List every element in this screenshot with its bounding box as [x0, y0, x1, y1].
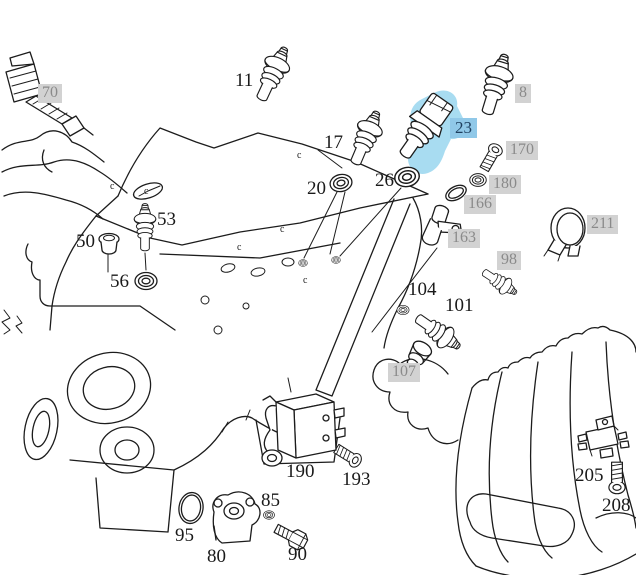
block-grommet-icon	[331, 256, 341, 264]
part-label-20[interactable]: 20	[307, 178, 326, 199]
part-11-sensor-icon[interactable]	[248, 41, 298, 106]
part-170-bolt-icon[interactable]	[477, 140, 505, 174]
part-label-170[interactable]: 170	[506, 141, 538, 160]
part-label-98[interactable]: 98	[497, 251, 521, 270]
engine-block-outline: c c c c c c	[1, 127, 429, 533]
intake-manifold-outline	[372, 325, 636, 575]
part-label-26[interactable]: 26	[375, 170, 394, 191]
part-label-85[interactable]: 85	[261, 490, 280, 511]
part-label-190[interactable]: 190	[286, 461, 315, 482]
part-label-11[interactable]: 11	[235, 70, 254, 91]
part-180-ring-icon[interactable]	[469, 173, 487, 187]
part-label-8[interactable]: 8	[515, 84, 531, 103]
part-53-sensor-icon[interactable]	[133, 203, 157, 252]
part-label-104[interactable]: 104	[408, 279, 437, 300]
part-label-70[interactable]: 70	[38, 84, 62, 103]
part-label-53[interactable]: 53	[157, 209, 176, 230]
svg-text:c: c	[144, 186, 149, 197]
block-grommet-icon	[298, 259, 308, 267]
part-label-107[interactable]: 107	[388, 363, 420, 382]
part-label-80[interactable]: 80	[207, 546, 226, 567]
svg-text:c: c	[237, 242, 242, 253]
part-85-ring-icon[interactable]	[263, 510, 275, 520]
part-104-ring-icon[interactable]	[396, 304, 410, 316]
part-50-plug-icon[interactable]	[98, 232, 120, 255]
part-211-clamp-icon[interactable]	[543, 207, 586, 262]
svg-text:c: c	[110, 181, 115, 192]
part-label-56[interactable]: 56	[110, 271, 129, 292]
leader-lines	[107, 149, 438, 393]
part-190-relay-icon[interactable]	[261, 393, 346, 467]
part-label-101[interactable]: 101	[445, 295, 474, 316]
part-label-90[interactable]: 90	[288, 544, 307, 565]
part-label-208[interactable]: 208	[602, 495, 631, 516]
part-label-166[interactable]: 166	[464, 195, 496, 214]
part-label-205[interactable]: 205	[575, 465, 604, 486]
part-23-sensor-icon[interactable]	[389, 89, 458, 166]
part-label-17[interactable]: 17	[324, 132, 343, 153]
part-205-valve-icon[interactable]	[577, 415, 630, 459]
part-20-ring-icon[interactable]	[327, 171, 355, 195]
part-label-211[interactable]: 211	[587, 215, 619, 234]
part-95-oring-icon[interactable]	[177, 491, 205, 525]
part-56-ring-icon[interactable]	[134, 271, 158, 291]
part-193-bolt-icon[interactable]	[331, 441, 365, 470]
part-label-180[interactable]: 180	[489, 175, 521, 194]
part-label-95[interactable]: 95	[175, 525, 194, 546]
svg-text:c: c	[303, 275, 308, 286]
svg-text:c: c	[280, 224, 285, 235]
part-label-23[interactable]: 23	[450, 118, 477, 138]
part-label-193[interactable]: 193	[342, 469, 371, 490]
part-label-163[interactable]: 163	[448, 229, 480, 248]
part-8-sensor-icon[interactable]	[472, 49, 520, 119]
part-208-bolt-icon[interactable]	[608, 461, 626, 495]
svg-text:c: c	[297, 150, 302, 161]
part-label-50[interactable]: 50	[76, 231, 95, 252]
part-80-housing-icon[interactable]	[212, 491, 261, 544]
